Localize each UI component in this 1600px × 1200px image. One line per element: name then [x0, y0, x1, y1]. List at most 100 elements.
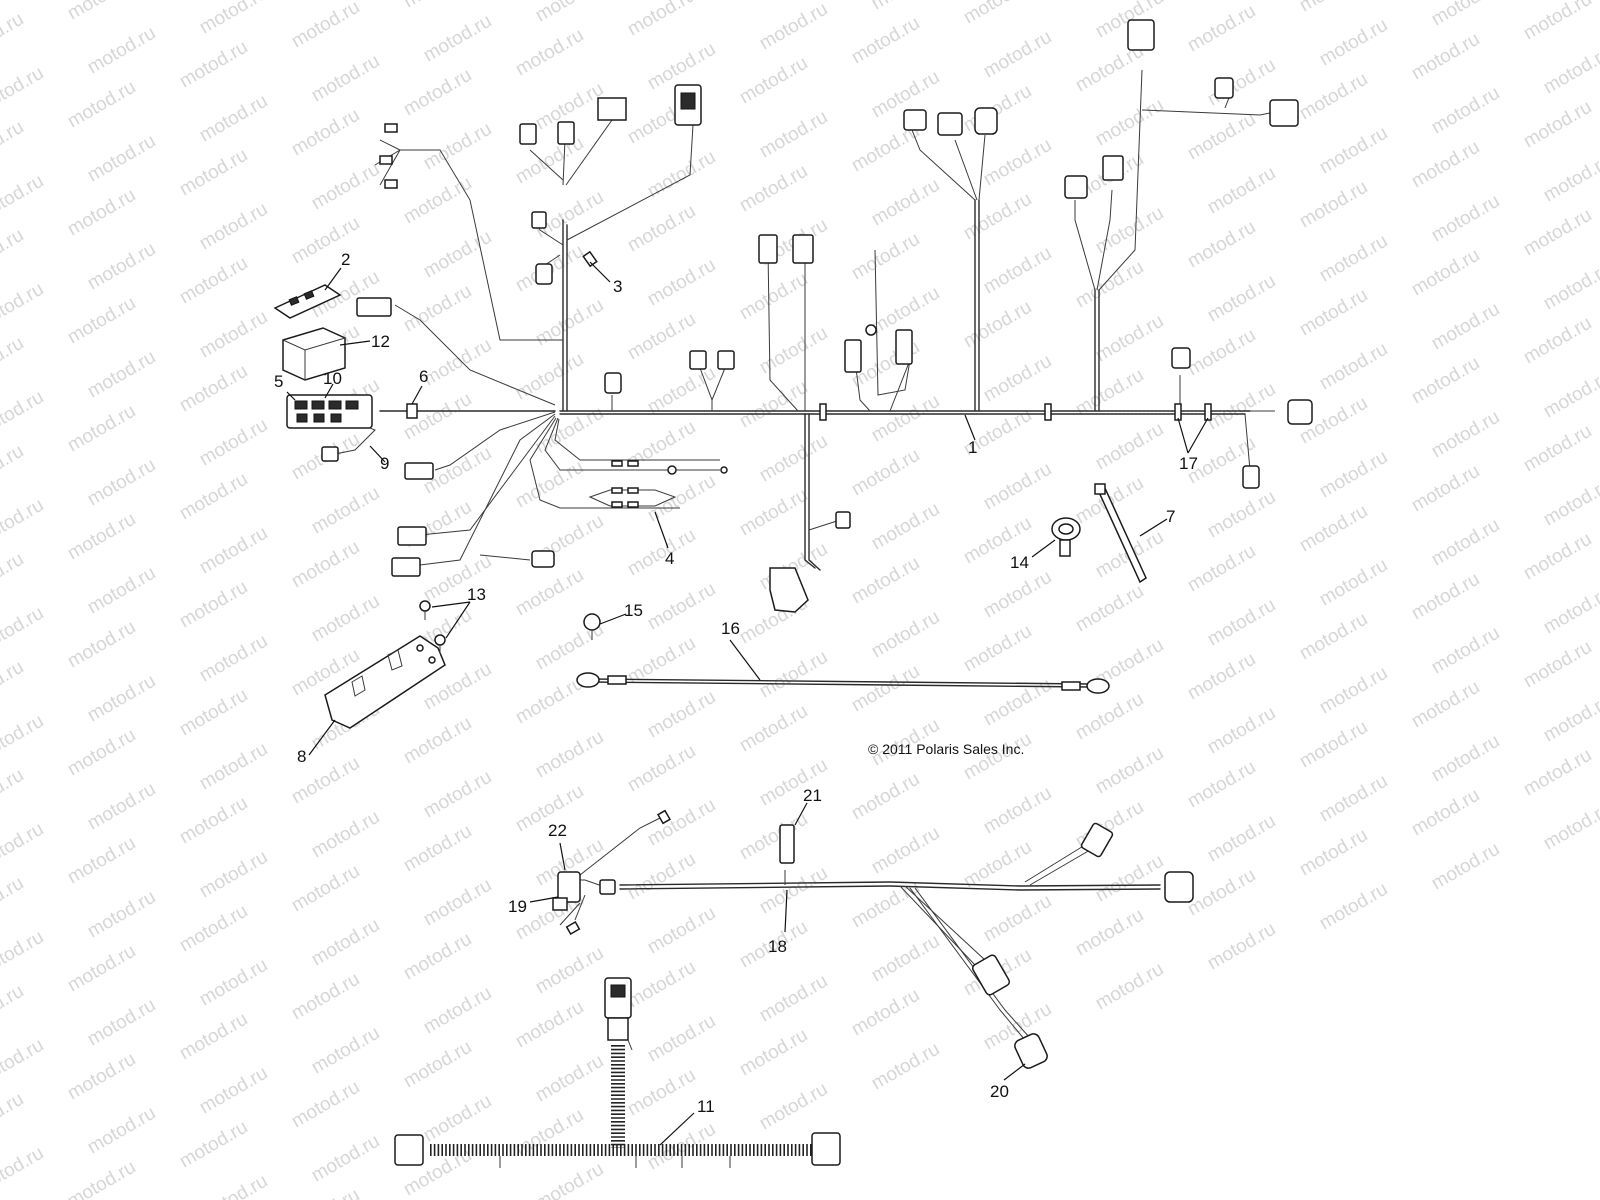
watermark-text: motod.ru	[512, 565, 587, 621]
callout-20: 20	[990, 1082, 1009, 1101]
watermark-text: motod.ru	[848, 229, 923, 285]
main-harness	[329, 69, 1276, 571]
watermark-text: motod.ru	[0, 441, 27, 497]
watermark-text: motod.ru	[868, 607, 943, 663]
watermark-text: motod.ru	[512, 25, 587, 81]
watermark-text: motod.ru	[420, 11, 495, 67]
watermark-text: motod.ru	[0, 819, 47, 875]
watermark-text: motod.ru	[64, 617, 139, 673]
watermark-text: motod.ru	[0, 0, 7, 10]
watermark-text: motod.ru	[84, 239, 159, 295]
watermark-text: motod.ru	[176, 685, 251, 741]
watermark-text: motod.ru	[1520, 205, 1595, 261]
watermark-text: motod.ru	[1316, 231, 1391, 287]
cable-tie	[1094, 483, 1147, 584]
watermark-text: motod.ru	[1520, 0, 1595, 44]
watermark-text: motod.ru	[64, 509, 139, 565]
watermark-text: motod.ru	[532, 0, 607, 26]
watermark-text: motod.ru	[1408, 353, 1483, 409]
watermark-text: motod.ru	[64, 941, 139, 997]
watermark-text: motod.ru	[420, 767, 495, 823]
watermark-text: motod.ru	[176, 469, 251, 525]
watermark-text: motod.ru	[0, 1089, 27, 1145]
watermark-text: motod.ru	[1520, 421, 1595, 477]
watermark-text: motod.ru	[736, 809, 811, 865]
watermark-text: motod.ru	[400, 1037, 475, 1093]
watermark-text: motod.ru	[1316, 879, 1391, 935]
watermark-text: motod.ru	[1092, 743, 1167, 799]
watermark-text: motod.ru	[0, 657, 27, 713]
watermark-text: motod.ru	[644, 1011, 719, 1067]
callout-18: 18	[768, 937, 787, 956]
watermark-text: motod.ru	[756, 0, 831, 54]
watermark-text: motod.ru	[1092, 959, 1167, 1015]
watermark-text: motod.ru	[1428, 839, 1503, 895]
watermark-text: motod.ru	[1316, 663, 1391, 719]
watermark-text: motod.ru	[644, 903, 719, 959]
watermark-text: motod.ru	[0, 333, 27, 389]
watermark-text: motod.ru	[512, 1105, 587, 1161]
watermark-text: motod.ru	[196, 415, 271, 471]
watermark-text: motod.ru	[196, 739, 271, 795]
watermark-text: motod.ru	[176, 361, 251, 417]
watermark-text: motod.ru	[288, 213, 363, 269]
watermark-text: motod.ru	[400, 929, 475, 985]
watermark-text: motod.ru	[532, 1159, 607, 1200]
watermark-text: motod.ru	[1316, 339, 1391, 395]
watermark-text: motod.ru	[308, 591, 383, 647]
watermark-text: motod.ru	[848, 661, 923, 717]
watermark-text: motod.ru	[644, 795, 719, 851]
watermark-text: motod.ru	[1296, 501, 1371, 557]
watermark-text: motod.ru	[756, 323, 831, 379]
watermark-text: motod.ru	[176, 901, 251, 957]
watermark-text: motod.ru	[624, 1065, 699, 1121]
watermark-text: motod.ru	[1540, 151, 1600, 207]
callout-19: 19	[508, 897, 527, 916]
watermark-text: motod.ru	[980, 783, 1055, 839]
watermark-text: motod.ru	[308, 51, 383, 107]
watermark-text: motod.ru	[288, 969, 363, 1025]
watermark-text: motod.ru	[196, 0, 271, 38]
watermark-text: motod.ru	[736, 485, 811, 541]
watermark-text: motod.ru	[0, 927, 47, 983]
watermark-text: motod.ru	[64, 1049, 139, 1105]
watermark-text: motod.ru	[196, 307, 271, 363]
watermark-text: motod.ru	[1316, 15, 1391, 71]
watermark-text: motod.ru	[420, 875, 495, 931]
watermark-text: motod.ru	[64, 0, 139, 24]
watermark-text: motod.ru	[1540, 475, 1600, 531]
watermark-text: motod.ru	[0, 603, 47, 659]
watermark-text: motod.ru	[1296, 717, 1371, 773]
watermark-text: motod.ru	[0, 873, 27, 929]
watermark-text: motod.ru	[1296, 177, 1371, 233]
watermark-text: motod.ru	[1520, 97, 1595, 153]
watermark-text: motod.ru	[288, 105, 363, 161]
watermark-text: motod.ru	[196, 523, 271, 579]
watermark-text: motod.ru	[84, 347, 159, 403]
watermark-text: motod.ru	[644, 687, 719, 743]
watermark-text: motod.ru	[196, 631, 271, 687]
watermark-text: motod.ru	[1316, 123, 1391, 179]
watermark-text: motod.ru	[1184, 541, 1259, 597]
ground-cable	[576, 672, 1110, 694]
watermark-text: motod.ru	[868, 391, 943, 447]
watermark-text: motod.ru	[736, 269, 811, 325]
watermark-text: motod.ru	[624, 741, 699, 797]
watermark-text: motod.ru	[400, 0, 475, 12]
watermark-text: motod.ru	[848, 13, 923, 69]
watermark-text: motod.ru	[176, 577, 251, 633]
watermark-text: motod.ru	[532, 295, 607, 351]
watermark-text: motod.ru	[288, 537, 363, 593]
watermark-text: motod.ru	[1072, 581, 1147, 637]
watermark-text: motod.ru	[1072, 365, 1147, 421]
watermark-text: motod.ru	[308, 807, 383, 863]
watermark-text: motod.ru	[624, 201, 699, 257]
watermark-text: motod.ru	[1540, 259, 1600, 315]
watermark-text: motod.ru	[176, 793, 251, 849]
watermark-text: motod.ru	[848, 877, 923, 933]
watermark-text: motod.ru	[1072, 257, 1147, 313]
watermark-text: motod.ru	[1428, 515, 1503, 571]
watermark-text: motod.ru	[756, 107, 831, 163]
callout-14: 14	[1010, 553, 1029, 572]
